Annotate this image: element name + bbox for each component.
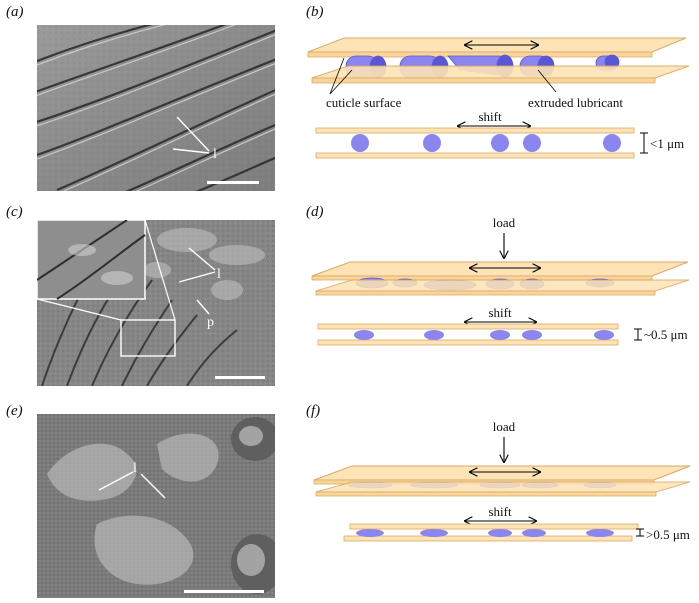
scale-bar [184, 590, 264, 593]
micrograph-e: l [37, 414, 275, 598]
label-shift-f: shift [488, 504, 512, 519]
panel-label-f: (f) [306, 403, 321, 419]
scale-bar [215, 376, 265, 379]
label-load-f: load [493, 419, 516, 434]
panel-label-a: (a) [6, 4, 24, 20]
micrograph-c-label-l: l [217, 267, 221, 282]
label-cuticle-surface: cuticle surface [326, 95, 402, 110]
micrograph-c: l p [37, 220, 275, 386]
panel-label-b: (b) [306, 4, 324, 20]
label-gap-d: ~0.5 μm [644, 327, 688, 342]
diagram-f: load shift >0.5 μm [300, 400, 699, 598]
panel-label-c: (c) [6, 204, 23, 220]
micrograph-e-label-l: l [133, 461, 137, 476]
label-load-d: load [493, 215, 516, 230]
label-gap-f: >0.5 μm [646, 527, 690, 542]
panel-label-e: (e) [6, 403, 23, 419]
label-extruded-lubricant: extruded lubricant [528, 95, 623, 110]
micrograph-a: l [37, 25, 275, 191]
diagram-b: cuticle surface extruded lubricant shift… [300, 0, 699, 200]
panel-label-d: (d) [306, 204, 324, 220]
label-shift: shift [478, 109, 502, 124]
label-shift-d: shift [488, 305, 512, 320]
micrograph-c-label-p: p [207, 315, 214, 330]
label-gap-b: <1 μm [650, 136, 684, 151]
scale-bar [207, 181, 259, 184]
diagram-d: load shift ~0.5 μm [300, 200, 699, 400]
micrograph-a-label-l: l [213, 147, 217, 162]
